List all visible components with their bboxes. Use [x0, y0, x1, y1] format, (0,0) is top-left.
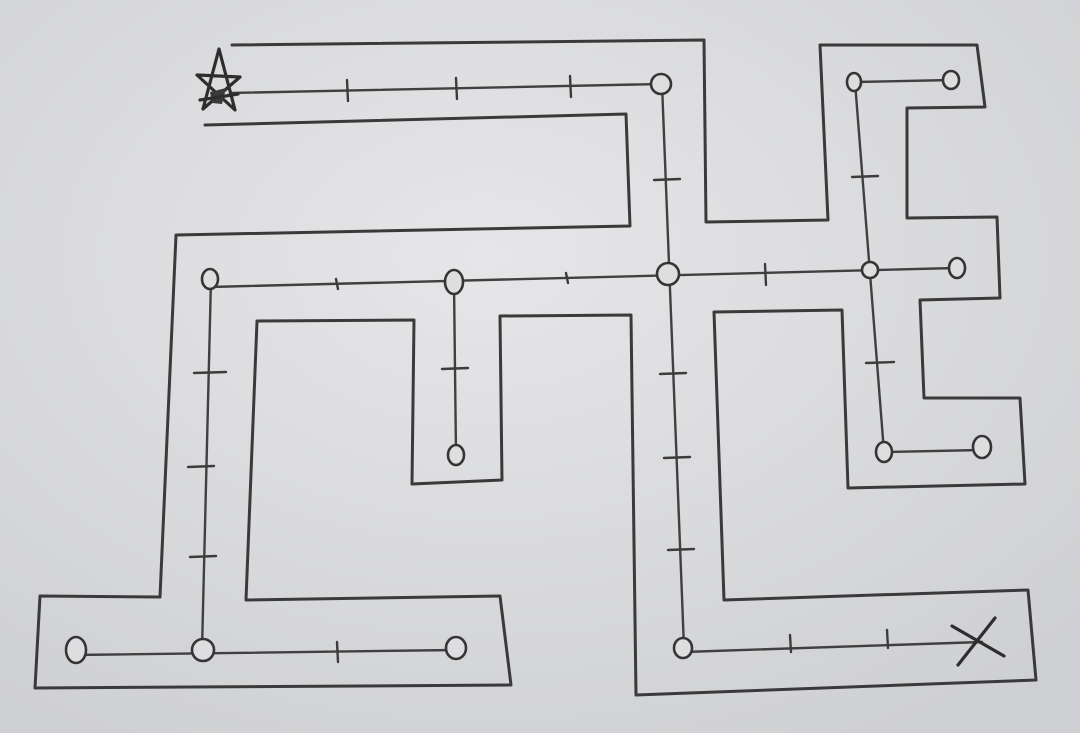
- tick: [564, 271, 570, 285]
- node: [971, 434, 993, 460]
- cross-icon: [950, 616, 1006, 667]
- node: [64, 635, 88, 665]
- node: [947, 256, 967, 280]
- tick: [652, 177, 682, 182]
- route-left-vertical: [200, 277, 213, 652]
- route-bottom-left: [73, 648, 458, 657]
- tick: [864, 360, 896, 365]
- node: [443, 268, 465, 296]
- tick: [763, 262, 768, 287]
- node: [941, 69, 961, 91]
- star-icon: [195, 47, 242, 112]
- tick: [192, 370, 228, 375]
- tick: [335, 640, 340, 664]
- tick: [788, 633, 793, 654]
- node: [444, 635, 468, 661]
- node: [860, 260, 880, 280]
- route-right-top: [853, 78, 954, 84]
- route-bottom-right: [682, 640, 984, 654]
- tick: [334, 277, 340, 291]
- route-center-vertical: [660, 82, 686, 650]
- route-middle-horizontal: [208, 266, 958, 289]
- node: [200, 267, 220, 291]
- route-nodes: [64, 69, 993, 665]
- tick: [440, 366, 470, 371]
- node: [874, 440, 894, 464]
- tick: [658, 371, 688, 376]
- maze-walls: [33, 38, 1038, 697]
- tick: [345, 78, 350, 103]
- tick: [188, 554, 218, 559]
- node: [672, 636, 694, 660]
- tick-marks: [186, 74, 896, 664]
- tick: [850, 174, 880, 179]
- route-top: [228, 82, 662, 95]
- tick: [454, 76, 459, 101]
- node: [446, 443, 466, 467]
- wall-top-outer: [33, 38, 1038, 697]
- node: [845, 71, 863, 93]
- route-right-bottom: [882, 448, 984, 454]
- node: [649, 72, 673, 96]
- node: [190, 637, 216, 663]
- node: [655, 261, 681, 287]
- route-lines: [73, 78, 984, 657]
- tick: [666, 547, 696, 552]
- tick: [885, 628, 890, 650]
- tick: [186, 464, 216, 469]
- tick: [568, 74, 573, 99]
- tick: [662, 455, 692, 460]
